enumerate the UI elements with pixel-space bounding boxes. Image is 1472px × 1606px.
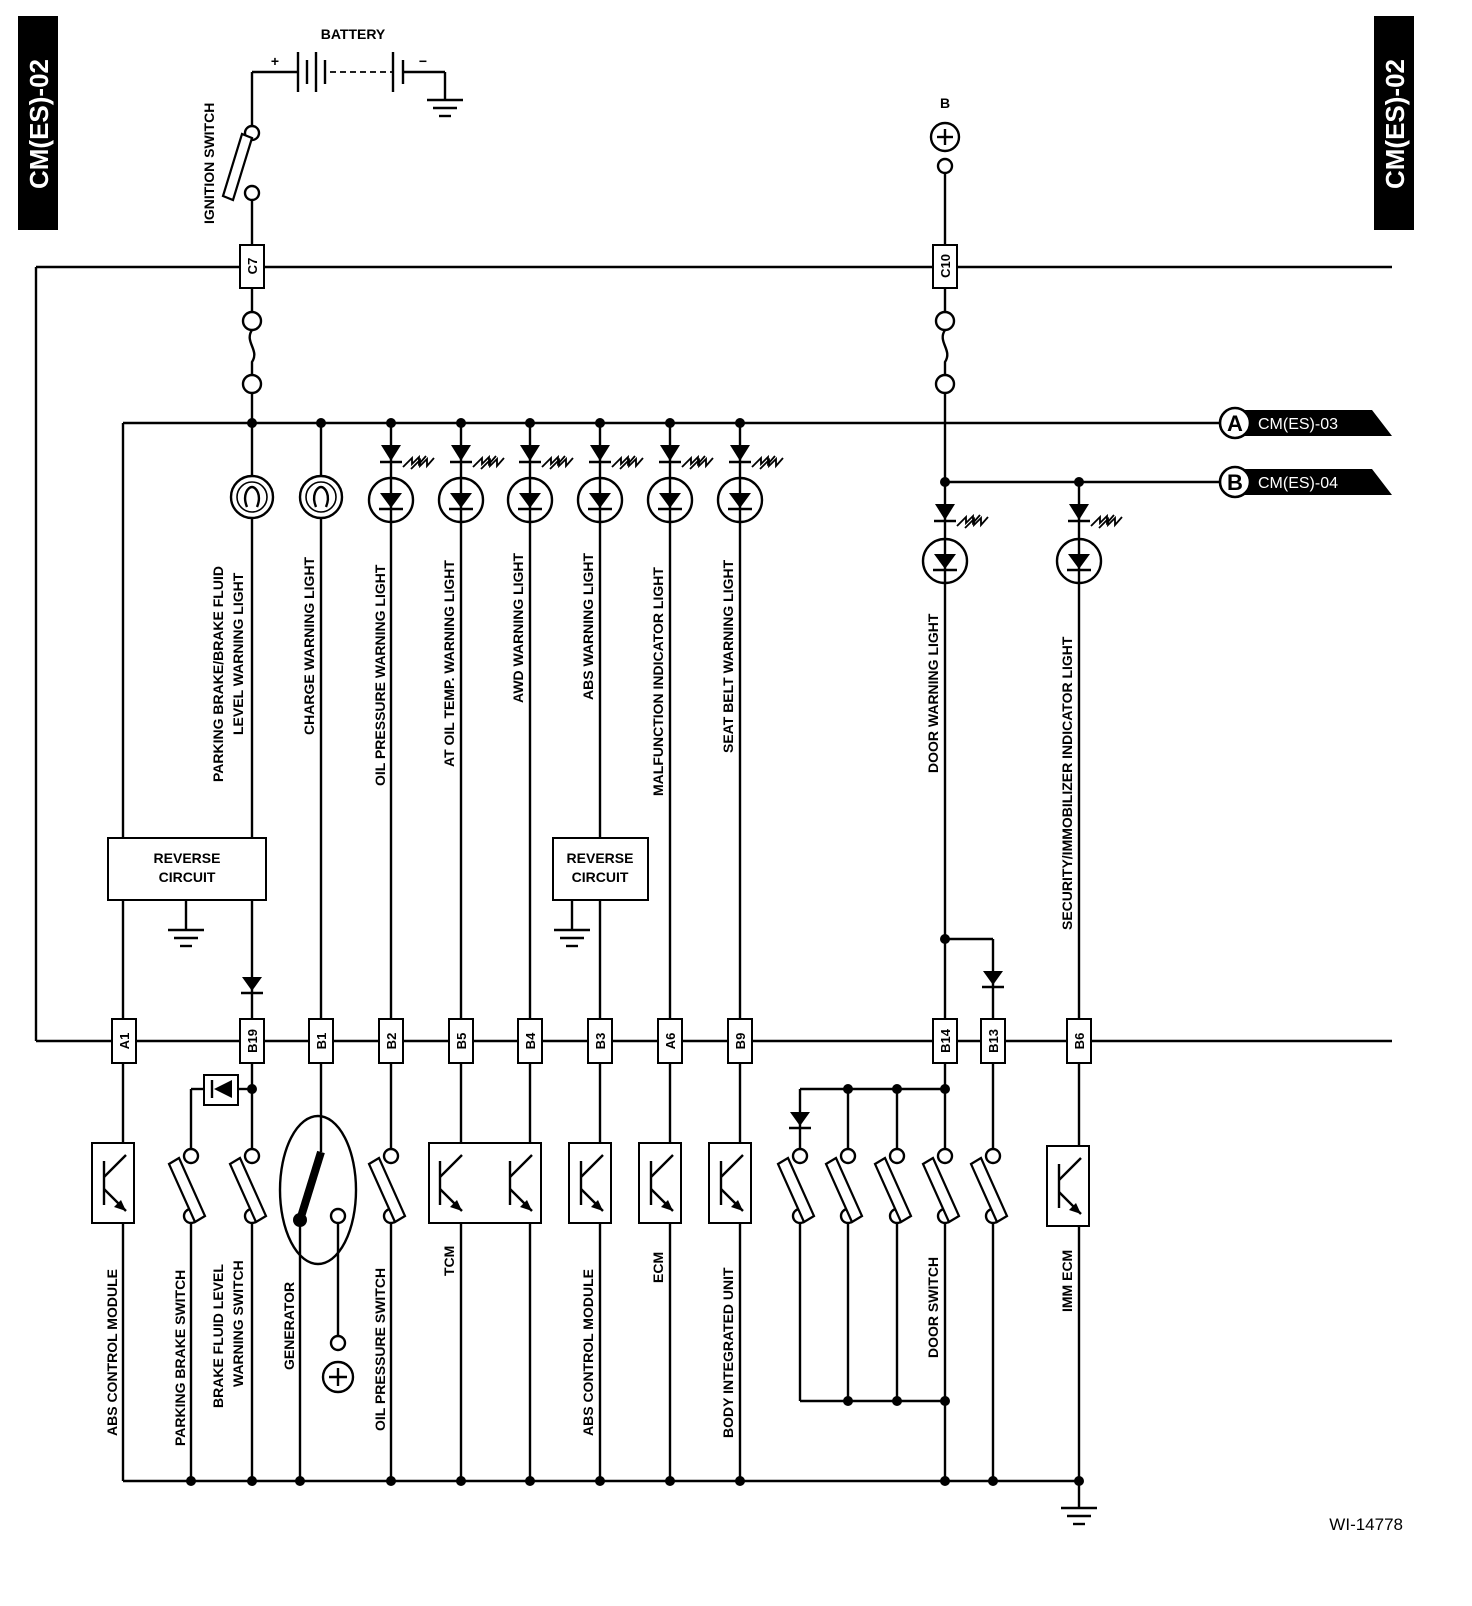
light-label-security: SECURITY/IMMOBILIZER INDICATOR LIGHT [1059, 636, 1075, 930]
seat-belt-led [716, 443, 785, 524]
ignition-switch-label: IGNITION SWITCH [201, 103, 217, 224]
charge-light-bulb [298, 474, 344, 520]
light-label-charge: CHARGE WARNING LIGHT [301, 556, 317, 735]
terminal-b19: B19 [245, 1029, 260, 1053]
reverse-circuit-1-line1: REVERSE [154, 850, 221, 866]
connector-ref-a-letter: A [1227, 411, 1243, 436]
terminal-b6: B6 [1072, 1033, 1087, 1050]
terminal-a1: A1 [117, 1033, 132, 1050]
parking-brake-switch [167, 1147, 207, 1225]
connector-ref-b[interactable]: B CM(ES)-04 [1218, 465, 1392, 499]
light-label-at-oil-temp: AT OIL TEMP. WARNING LIGHT [441, 560, 457, 767]
component-oil-pressure-switch: OIL PRESSURE SWITCH [372, 1268, 388, 1431]
abs-led [576, 443, 645, 524]
component-tcm: TCM [441, 1246, 457, 1276]
component-brake-fluid-switch-2: WARNING SWITCH [230, 1260, 246, 1387]
parking-brake-light-bulb [229, 474, 275, 520]
door-switch-group [776, 1147, 961, 1225]
awd-led [506, 443, 575, 524]
figure-id: WI-14778 [1329, 1515, 1403, 1534]
battery-label: BATTERY [321, 26, 386, 42]
light-label-abs: ABS WARNING LIGHT [580, 553, 596, 700]
component-door-switch: DOOR SWITCH [925, 1257, 941, 1358]
page-id-left: CM(ES)-02 [24, 59, 54, 189]
component-parking-brake-switch: PARKING BRAKE SWITCH [172, 1270, 188, 1446]
oil-pressure-switch [367, 1147, 407, 1225]
door-switch-b13 [969, 1147, 1009, 1225]
connector-c10: C10 [938, 254, 953, 278]
brake-fluid-level-switch [228, 1147, 268, 1225]
reverse-circuit-2-line1: REVERSE [567, 850, 634, 866]
connector-ref-a-target: CM(ES)-03 [1258, 416, 1338, 433]
terminal-b14: B14 [938, 1028, 953, 1053]
light-label-door: DOOR WARNING LIGHT [925, 613, 941, 773]
reverse-circuit-1-line2: CIRCUIT [159, 869, 216, 885]
tcm-module [428, 1142, 542, 1224]
connector-ref-a[interactable]: A CM(ES)-03 [1218, 406, 1392, 440]
abs-control-module-1 [91, 1142, 135, 1224]
ecm-module [638, 1142, 682, 1224]
light-label-parking-brake-1: PARKING BRAKE/BRAKE FLUID [210, 566, 226, 782]
component-abs-module-2: ABS CONTROL MODULE [580, 1269, 596, 1436]
at-oil-temp-led [437, 443, 506, 524]
terminal-b5: B5 [454, 1033, 469, 1050]
light-label-parking-brake-2: LEVEL WARNING LIGHT [230, 572, 246, 735]
terminal-b9: B9 [733, 1033, 748, 1050]
light-label-seat-belt: SEAT BELT WARNING LIGHT [720, 559, 736, 753]
component-ecm: ECM [650, 1252, 666, 1283]
reverse-circuit-2-line2: CIRCUIT [572, 869, 629, 885]
ignition-switch-symbol [221, 124, 261, 202]
connector-ref-b-letter: B [1227, 470, 1243, 495]
body-integrated-unit [708, 1142, 752, 1224]
connector-ref-b-target: CM(ES)-04 [1258, 475, 1338, 492]
security-indicator-led [1055, 502, 1124, 585]
terminal-b4: B4 [523, 1032, 538, 1049]
component-imm-ecm: IMM ECM [1059, 1250, 1075, 1312]
component-body-integrated-unit: BODY INTEGRATED UNIT [720, 1267, 736, 1438]
terminal-b3: B3 [593, 1033, 608, 1050]
battery-plus: + [271, 53, 279, 69]
battery-symbol [252, 52, 465, 118]
light-label-awd: AWD WARNING LIGHT [510, 552, 526, 703]
component-brake-fluid-switch-1: BRAKE FLUID LEVEL [210, 1264, 226, 1408]
page-id-right: CM(ES)-02 [1380, 59, 1410, 189]
oil-pressure-led [367, 443, 436, 524]
terminal-a6: A6 [663, 1033, 678, 1050]
terminal-b1: B1 [314, 1033, 329, 1050]
door-warning-led [921, 502, 990, 585]
light-label-malfunction: MALFUNCTION INDICATOR LIGHT [650, 567, 666, 796]
light-label-oil-pressure: OIL PRESSURE WARNING LIGHT [372, 564, 388, 786]
terminal-b13: B13 [986, 1029, 1001, 1053]
malfunction-led [646, 443, 715, 524]
reverse-circuit-1: REVERSE CIRCUIT [107, 837, 267, 948]
component-generator: GENERATOR [281, 1282, 297, 1370]
component-abs-module-1: ABS CONTROL MODULE [104, 1269, 120, 1436]
b-supply-label: B [940, 95, 950, 111]
battery-minus: − [419, 53, 427, 69]
generator-supply [321, 1334, 355, 1394]
terminal-b2: B2 [384, 1033, 399, 1050]
abs-control-module-2 [568, 1142, 612, 1224]
connector-c7: C7 [245, 258, 260, 275]
imm-ecm-module [1046, 1145, 1090, 1227]
b-supply-symbol [929, 121, 961, 175]
reverse-circuit-2: REVERSE CIRCUIT [552, 837, 649, 948]
generator-symbol [278, 1114, 358, 1266]
